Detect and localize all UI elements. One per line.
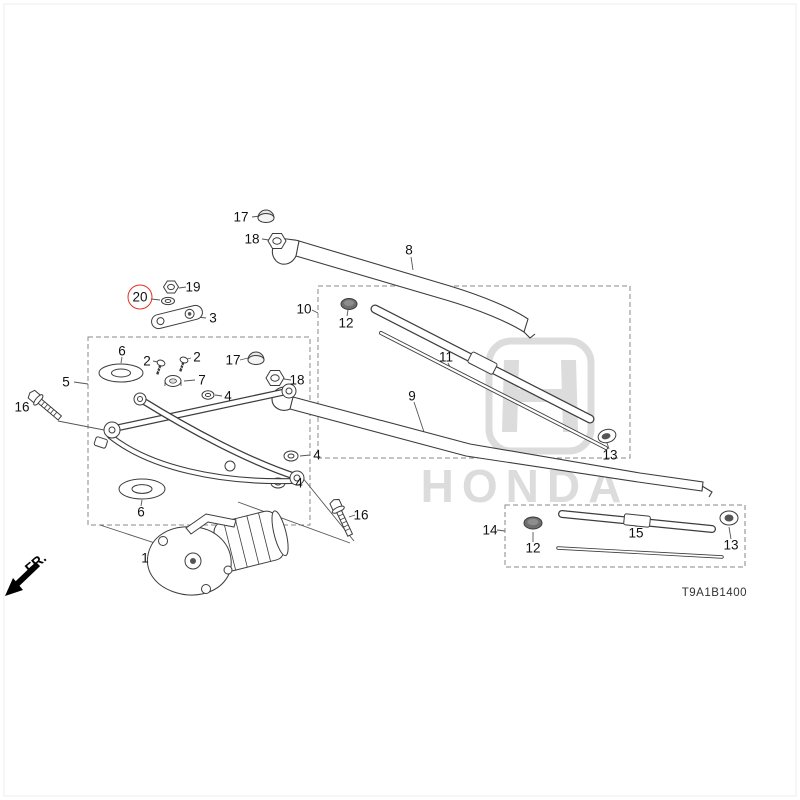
part-label-20-highlighted[interactable]: 20 xyxy=(127,284,153,310)
screw-2-b xyxy=(179,356,189,372)
screw-2-a xyxy=(156,359,166,375)
wiper-linkage xyxy=(93,383,305,486)
grommet-4-a xyxy=(201,390,215,400)
fr-arrow-icon xyxy=(5,578,23,596)
hex-nut-19 xyxy=(162,280,180,294)
flange-nut-18-top xyxy=(267,233,287,249)
fr-direction: FR. xyxy=(5,550,49,596)
part-label-16[interactable]: 16 xyxy=(353,507,369,523)
part-label-11[interactable]: 11 xyxy=(438,349,454,365)
part-label-8[interactable]: 8 xyxy=(405,242,413,258)
part-label-18[interactable]: 18 xyxy=(289,372,305,388)
part-label-9[interactable]: 9 xyxy=(408,388,416,404)
part-label-16[interactable]: 16 xyxy=(14,399,30,415)
cap-nut-17-top xyxy=(257,209,275,223)
wiper-blade-11 xyxy=(370,304,595,424)
bolt-16-left xyxy=(27,389,63,421)
wiper-blade-15 xyxy=(558,510,716,533)
image-border xyxy=(3,3,797,797)
cap-12-top xyxy=(340,298,358,310)
wiper-refill-15 xyxy=(556,546,724,559)
part-label-18[interactable]: 18 xyxy=(244,231,260,247)
grommet-4-b xyxy=(283,450,299,462)
wiper-motor-1 xyxy=(147,510,289,596)
cap-13-top xyxy=(597,428,617,444)
part-label-7[interactable]: 7 xyxy=(198,372,206,388)
part-label-17[interactable]: 17 xyxy=(225,352,241,368)
link-plate-3 xyxy=(151,304,203,330)
part-label-2[interactable]: 2 xyxy=(193,349,201,365)
pivot-cap-7 xyxy=(164,375,182,387)
cap-12-bottom xyxy=(523,516,543,530)
group-box-10 xyxy=(317,285,631,459)
group-box-14 xyxy=(504,504,746,568)
bolt-16-bottom xyxy=(329,498,354,537)
washer-6-top xyxy=(98,363,144,383)
honda-watermark: HONDA xyxy=(421,337,621,512)
flange-nut-18-mid xyxy=(265,370,285,386)
part-label-4[interactable]: 4 xyxy=(224,388,232,404)
part-label-3[interactable]: 3 xyxy=(209,310,217,326)
part-label-13[interactable]: 13 xyxy=(723,537,739,553)
part-label-17[interactable]: 17 xyxy=(233,209,249,225)
washer-6-bottom xyxy=(118,478,166,500)
part-label-15[interactable]: 15 xyxy=(628,525,644,541)
part-label-12[interactable]: 12 xyxy=(338,315,354,331)
diagram-code: T9A1B1400 xyxy=(682,587,747,599)
part-label-14[interactable]: 14 xyxy=(482,522,498,538)
part-label-19[interactable]: 19 xyxy=(185,279,201,295)
part-label-6[interactable]: 6 xyxy=(118,343,126,359)
part-label-6[interactable]: 6 xyxy=(137,504,145,520)
part-label-13[interactable]: 13 xyxy=(602,447,618,463)
part-label-12[interactable]: 12 xyxy=(525,540,541,556)
part-label-4[interactable]: 4 xyxy=(313,447,321,463)
cap-13-bottom xyxy=(719,510,739,526)
part-label-1[interactable]: 1 xyxy=(141,550,149,566)
part-label-10[interactable]: 10 xyxy=(296,301,312,317)
washer-20 xyxy=(161,296,175,306)
wiper-refill-11 xyxy=(379,331,608,450)
part-label-4[interactable]: 4 xyxy=(295,475,303,491)
part-label-2[interactable]: 2 xyxy=(143,353,151,369)
cap-nut-17-mid xyxy=(247,351,265,365)
part-label-5[interactable]: 5 xyxy=(62,374,70,390)
